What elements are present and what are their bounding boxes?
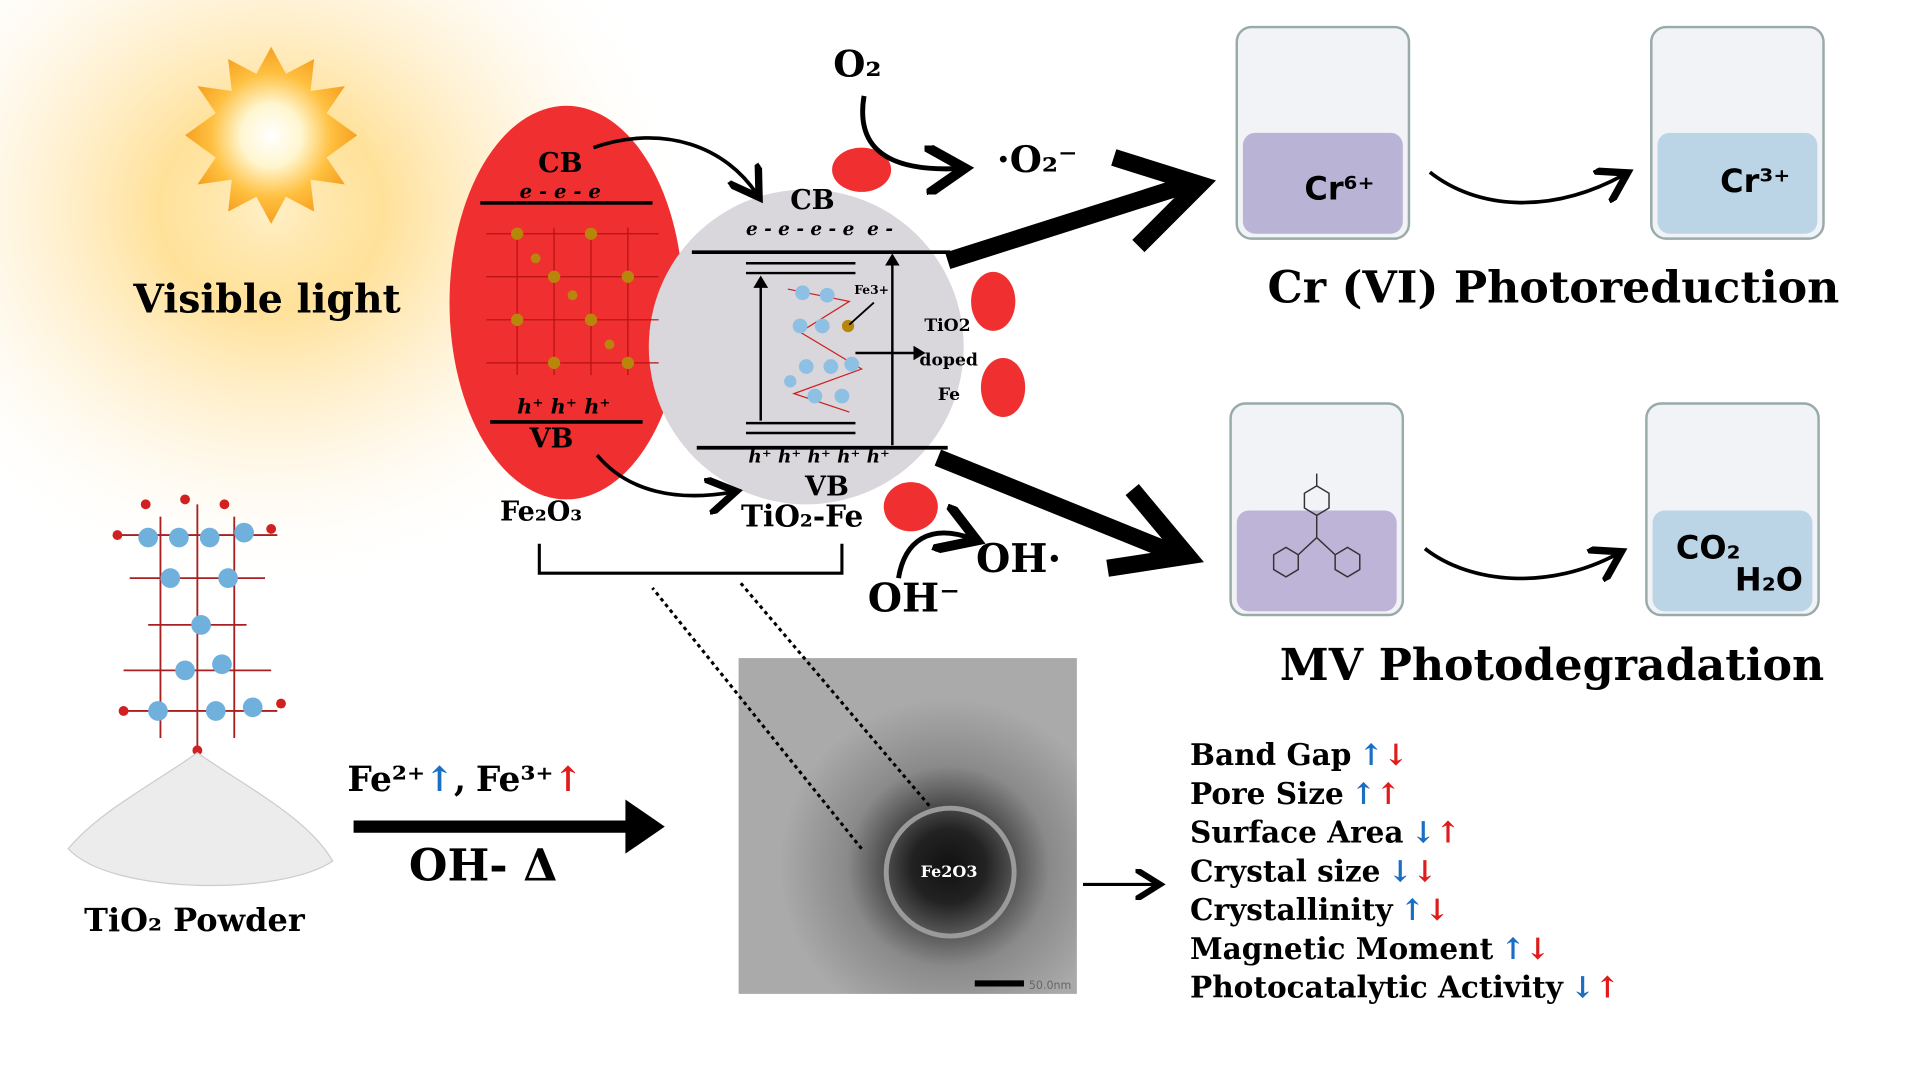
tem-particle-label: Fe2O3 xyxy=(921,862,978,881)
fe2o3-vb-label: VB xyxy=(528,424,573,455)
tio2-side-label: TiO2 xyxy=(924,316,970,336)
trend-arrow-red-icon: ↓ xyxy=(1425,892,1450,927)
property-item: Band Gap↑↓ xyxy=(1190,737,1408,772)
tem-highlight-circle xyxy=(883,805,1017,939)
trend-arrow-red-icon: ↓ xyxy=(1413,853,1438,888)
trend-arrow-blue-icon: ↓ xyxy=(1388,853,1413,888)
trend-arrow-red-icon: ↑ xyxy=(1436,815,1461,850)
beaker-cr6 xyxy=(1235,25,1411,240)
property-item: Crystal size↓↓ xyxy=(1190,853,1437,888)
tem-pointer-lines xyxy=(651,579,931,850)
scale-bar xyxy=(974,980,1024,987)
property-item: Crystallinity↑↓ xyxy=(1190,892,1450,927)
beaker-cr3 xyxy=(1650,25,1825,240)
trend-arrow-red-icon: ↓ xyxy=(1384,737,1409,772)
conditions-label: OH- Δ xyxy=(409,840,558,892)
property-list: Band Gap↑↓Pore Size↑↑Surface Area↓↑Cryst… xyxy=(1190,737,1620,1004)
oh-minus-label: OH⁻ xyxy=(868,575,960,621)
scale-label: 50.0nm xyxy=(1029,979,1071,992)
oh-radical-label: OH· xyxy=(976,536,1061,582)
visible-light-label: Visible light xyxy=(132,276,400,322)
tio2-powder-label: TiO₂ Powder xyxy=(84,901,306,939)
bracket xyxy=(537,543,844,575)
trend-arrow-blue-icon: ↑ xyxy=(1359,737,1384,772)
tio2-powder xyxy=(67,752,334,887)
trend-arrow-red-icon: ↓ xyxy=(1525,931,1550,966)
methyl-violet-structure xyxy=(1272,473,1361,578)
trend-arrow-blue-icon: ↑ xyxy=(1351,776,1376,811)
cr3-label: Cr³⁺ xyxy=(1720,162,1790,200)
cr6-label: Cr⁶⁺ xyxy=(1304,169,1374,207)
tem-image: Fe2O3 50.0nm xyxy=(738,658,1077,994)
tio2fe-vb-label: VB xyxy=(804,472,849,503)
sun-icon xyxy=(185,46,358,224)
h2o-label: H₂O xyxy=(1735,560,1803,598)
property-name: Photocatalytic Activity xyxy=(1190,970,1564,1005)
co2-label: CO₂ xyxy=(1676,528,1741,566)
separator: , xyxy=(454,760,466,800)
property-item: Surface Area↓↑ xyxy=(1190,815,1460,850)
tio2fe-name: TiO₂-Fe xyxy=(741,498,863,533)
tio2-crystal-structure xyxy=(112,494,286,756)
trend-arrow-red-icon: ↑ xyxy=(1376,776,1401,811)
o2-label: O₂ xyxy=(833,41,881,85)
diagram-graphics xyxy=(67,25,1825,887)
doped-side-label: doped xyxy=(919,350,978,370)
mv-photodegradation-title: MV Photodegradation xyxy=(1280,639,1824,691)
beaker-co2 xyxy=(1645,402,1820,617)
superoxide-label: ·O₂⁻ xyxy=(997,137,1078,181)
fe2o3-holes: h⁺ h⁺ h⁺ xyxy=(517,393,610,418)
trend-arrow-red-icon: ↑ xyxy=(1595,970,1620,1005)
trend-arrow-blue-icon: ↑ xyxy=(1501,931,1526,966)
property-name: Magnetic Moment xyxy=(1190,931,1494,966)
tio2-lattice xyxy=(784,285,875,413)
iron-ions-label: Fe²⁺↑,Fe³⁺↑ xyxy=(347,760,582,800)
tio2fe-circle xyxy=(648,189,964,505)
trend-arrow-blue-icon: ↑ xyxy=(1400,892,1425,927)
fe2o3-lattice xyxy=(486,227,659,376)
fe2o3-name: Fe₂O₃ xyxy=(500,496,582,527)
fe-side-label: Fe xyxy=(938,385,960,405)
fe3-dopant-label: Fe3+ xyxy=(854,282,889,297)
property-name: Crystallinity xyxy=(1190,892,1394,927)
property-name: Pore Size xyxy=(1190,776,1344,811)
tio2fe-electrons: e - e - e - e e - xyxy=(746,219,893,240)
arrow-up-blue-icon: ↑ xyxy=(425,760,454,800)
cr-photoreduction-title: Cr (VI) Photoreduction xyxy=(1268,262,1840,314)
tio2fe-cb-label: CB xyxy=(790,185,834,216)
tio2fe-holes: h⁺ h⁺ h⁺ h⁺ h⁺ xyxy=(748,447,889,468)
fe2-label: Fe²⁺ xyxy=(347,760,425,800)
trend-arrow-blue-icon: ↓ xyxy=(1411,815,1436,850)
beaker-mv xyxy=(1229,402,1405,617)
property-name: Crystal size xyxy=(1190,853,1380,888)
fe3-label: Fe³⁺ xyxy=(476,760,554,800)
arrow-up-red-icon: ↑ xyxy=(554,760,583,800)
property-item: Photocatalytic Activity↓↑ xyxy=(1190,970,1620,1005)
property-item: Magnetic Moment↑↓ xyxy=(1190,931,1550,966)
trend-arrow-blue-icon: ↓ xyxy=(1570,970,1595,1005)
property-item: Pore Size↑↑ xyxy=(1190,776,1401,811)
property-name: Surface Area xyxy=(1190,815,1404,850)
fe2o3-cb-label: CB xyxy=(538,148,582,179)
fe2o3-electrons: e - e - e xyxy=(520,180,601,203)
property-name: Band Gap xyxy=(1190,737,1351,772)
